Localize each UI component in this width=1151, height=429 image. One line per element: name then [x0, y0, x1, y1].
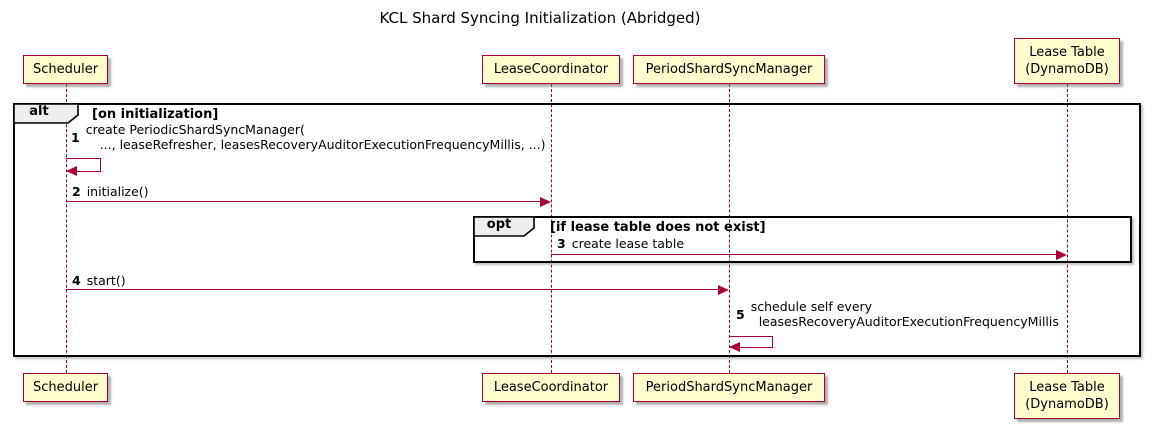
message-4-arrow [66, 289, 720, 290]
message-5-arrowhead-icon [729, 342, 740, 352]
message-2-arrowhead-icon [540, 197, 551, 207]
participant-label: PeriodShardSyncManager [645, 62, 813, 77]
participant-leasecoordinator-top: LeaseCoordinator [482, 55, 620, 84]
message-5-line1: schedule self every [750, 299, 873, 314]
message-2-arrow [66, 201, 542, 202]
message-1-self-arrow [66, 158, 101, 172]
lifeline-scheduler [66, 84, 67, 373]
participant-label: Scheduler [32, 62, 99, 77]
lifeline-periodshardsyncmanager [729, 84, 730, 373]
message-4-number: 4 [72, 273, 81, 288]
message-3-arrow [551, 254, 1057, 255]
message-3-text: create lease table [571, 236, 685, 251]
participant-leasetable-top: Lease Table (DynamoDB) [1014, 38, 1120, 84]
alt-keyword: alt [29, 104, 49, 119]
participant-periodshardsyncmanager-bottom: PeriodShardSyncManager [633, 373, 825, 402]
participant-label-line2: (DynamoDB) [1025, 397, 1109, 412]
alt-condition: [on initialization] [92, 107, 219, 122]
message-4: 4 start() [72, 273, 126, 288]
participant-label: LeaseCoordinator [493, 62, 609, 77]
participant-leasetable-bottom: Lease Table (DynamoDB) [1014, 373, 1120, 419]
alt-frame: alt [on initialization] [13, 103, 1141, 357]
opt-frame: opt [if lease table does not exist] [473, 216, 1132, 263]
message-3: 3 create lease table [557, 236, 684, 251]
participant-leasecoordinator-bottom: LeaseCoordinator [482, 373, 620, 402]
message-2: 2 initialize() [72, 184, 149, 199]
message-2-number: 2 [72, 184, 81, 199]
participant-label: PeriodShardSyncManager [645, 380, 813, 395]
participant-label: Scheduler [32, 380, 99, 395]
participant-scheduler-top: Scheduler [23, 55, 108, 84]
message-5-number: 5 [736, 306, 745, 322]
message-3-arrowhead-icon [1056, 250, 1067, 260]
message-5-text: schedule self every leasesRecoveryAudito… [751, 299, 1059, 329]
message-1: 1 create PeriodicShardSyncManager( ..., … [71, 122, 546, 152]
message-4-text: start() [86, 273, 126, 288]
message-4-arrowhead-icon [718, 285, 729, 295]
lifeline-leasecoordinator [551, 84, 552, 373]
diagram-title: KCL Shard Syncing Initialization (Abridg… [379, 9, 701, 27]
message-3-number: 3 [557, 236, 566, 251]
participant-scheduler-bottom: Scheduler [23, 373, 108, 402]
participant-label-line1: Lease Table [1029, 380, 1105, 395]
message-1-text: create PeriodicShardSyncManager( ..., le… [86, 122, 546, 152]
participant-periodshardsyncmanager-top: PeriodShardSyncManager [633, 55, 825, 84]
message-2-text: initialize() [86, 184, 149, 199]
message-5: 5 schedule self every leasesRecoveryAudi… [736, 299, 1059, 329]
pentagon-shape [473, 216, 535, 237]
message-1-line2: ..., leaseRefresher, leasesRecoveryAudit… [99, 137, 546, 152]
lifeline-leasetable [1067, 84, 1068, 373]
participant-label: LeaseCoordinator [493, 380, 609, 395]
message-1-number: 1 [71, 129, 80, 145]
opt-frame-label: opt [473, 216, 537, 242]
message-1-arrowhead-icon [66, 166, 77, 176]
alt-frame-label: alt [13, 103, 81, 129]
participant-label-line2: (DynamoDB) [1025, 62, 1109, 77]
message-1-line1: create PeriodicShardSyncManager( [85, 122, 305, 137]
message-5-line2: leasesRecoveryAuditorExecutionFrequencyM… [758, 314, 1059, 329]
message-5-self-arrow [729, 336, 773, 348]
participant-label-line1: Lease Table [1029, 45, 1105, 60]
opt-condition: [if lease table does not exist] [550, 220, 766, 235]
opt-keyword: opt [486, 217, 512, 232]
pentagon-shape [13, 103, 79, 124]
